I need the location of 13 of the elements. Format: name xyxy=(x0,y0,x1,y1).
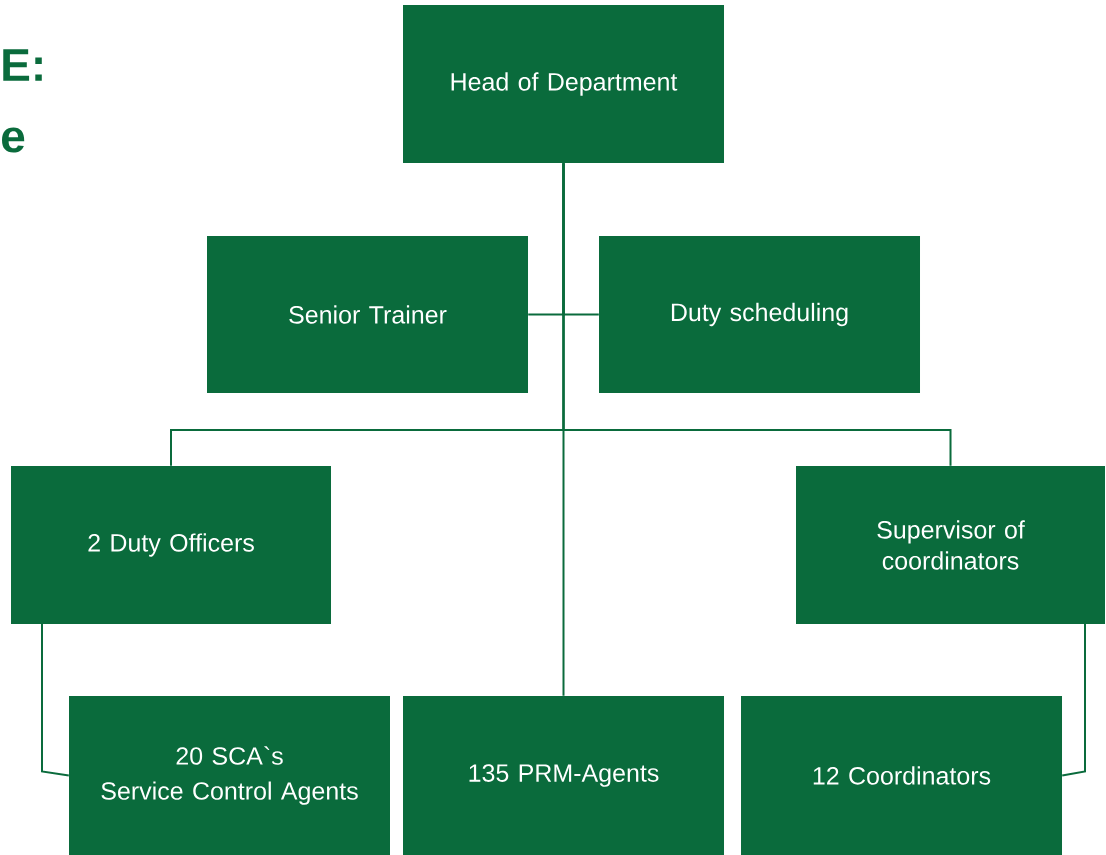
org-box: Senior Trainer xyxy=(207,236,528,393)
org-box: Supervisor of coordinators xyxy=(796,466,1105,624)
org-box: 135 PRM-Agents xyxy=(403,696,724,855)
connector-line xyxy=(41,623,70,777)
title-fragment: e xyxy=(2,127,25,153)
connector-line xyxy=(562,162,565,697)
title-fragment: E: xyxy=(3,49,42,81)
org-box: Duty scheduling xyxy=(599,236,920,393)
org-box: 20 SCA`s Service Control Agents xyxy=(69,696,390,855)
org-box: Head of Department xyxy=(403,5,724,163)
connector-line xyxy=(1061,623,1086,777)
org-box: 12 Coordinators xyxy=(741,696,1062,855)
org-box: 2 Duty Officers xyxy=(11,466,331,624)
